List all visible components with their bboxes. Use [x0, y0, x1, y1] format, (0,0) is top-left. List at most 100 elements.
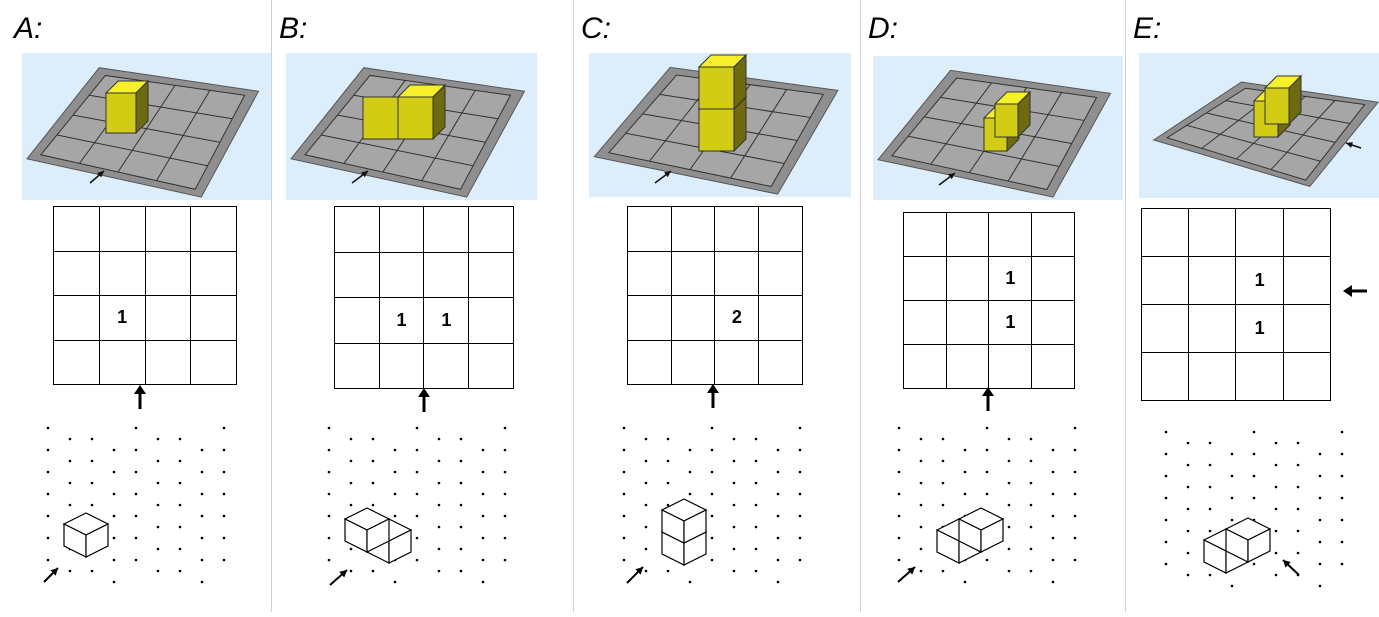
grid-cell[interactable]: 1	[378, 297, 425, 344]
grid-cell[interactable]	[1031, 300, 1075, 345]
grid-cell[interactable]	[144, 339, 192, 385]
grid-cell[interactable]	[903, 344, 947, 389]
grid-cell[interactable]	[468, 297, 514, 344]
grid-cell[interactable]	[334, 342, 380, 389]
grid-cell[interactable]: 1	[988, 300, 1033, 345]
grid-cell[interactable]	[627, 295, 672, 341]
grid-cell[interactable]	[1282, 208, 1332, 257]
grid-cell[interactable]	[1282, 352, 1332, 401]
grid-cell[interactable]	[423, 206, 470, 253]
grid-dot	[327, 492, 331, 496]
grid-cell[interactable]	[903, 300, 947, 345]
grid-cell[interactable]: 1	[98, 295, 146, 341]
grid-cell[interactable]	[758, 295, 803, 341]
grid-cell[interactable]: 1	[1235, 256, 1284, 305]
grid-cell[interactable]	[627, 250, 672, 296]
grid-cell[interactable]	[334, 206, 380, 253]
grid-cell[interactable]	[98, 250, 146, 296]
grid-cell[interactable]	[1031, 212, 1075, 257]
grid-cell[interactable]	[988, 212, 1033, 257]
grid-cell[interactable]	[1188, 256, 1237, 305]
grid-cell[interactable]	[714, 339, 760, 385]
grid-line	[421, 90, 476, 181]
grid-cell[interactable]	[1188, 208, 1237, 257]
grid-cell[interactable]	[1188, 352, 1237, 401]
grid-cell[interactable]: 1	[1235, 304, 1284, 353]
grid-cell[interactable]	[627, 206, 672, 252]
grid-cell[interactable]	[190, 206, 237, 252]
grid-cell[interactable]	[144, 295, 192, 341]
grid-dot	[666, 437, 670, 441]
grid-dot	[710, 448, 714, 452]
grid-cell[interactable]	[53, 339, 100, 385]
grid-cell[interactable]	[1140, 256, 1190, 305]
grid-dot	[200, 448, 204, 452]
grid-cell[interactable]	[98, 339, 146, 385]
grid-cell[interactable]: 2	[714, 295, 760, 341]
grid-cell[interactable]	[988, 344, 1033, 389]
grid-cell[interactable]	[1282, 304, 1332, 353]
grid-dot	[327, 514, 331, 518]
grid-cell[interactable]	[903, 212, 947, 257]
grid-cell[interactable]	[945, 344, 990, 389]
grid-cell[interactable]	[53, 206, 100, 252]
grid-cell[interactable]	[98, 206, 146, 252]
grid-cell[interactable]	[1031, 344, 1075, 389]
grid-dot	[481, 492, 485, 496]
grid-cell[interactable]	[758, 339, 803, 385]
grid-cell[interactable]	[468, 251, 514, 298]
grid-row	[53, 206, 237, 252]
grid-cell[interactable]	[945, 300, 990, 345]
grid-dot	[1340, 496, 1344, 500]
grid-cell[interactable]	[714, 250, 760, 296]
grid-cell[interactable]	[468, 206, 514, 253]
isometric-dot-grid	[42, 424, 242, 599]
grid-cell[interactable]	[945, 256, 990, 301]
grid-cell[interactable]	[378, 251, 425, 298]
grid-cell[interactable]	[1282, 256, 1332, 305]
grid-cell[interactable]	[1140, 208, 1190, 257]
grid-cell[interactable]	[190, 295, 237, 341]
grid-cell[interactable]	[714, 206, 760, 252]
grid-cell[interactable]	[144, 206, 192, 252]
grid-cell[interactable]	[945, 212, 990, 257]
grid-cell[interactable]	[144, 250, 192, 296]
grid-cell[interactable]	[378, 206, 425, 253]
grid-cell[interactable]: 1	[988, 256, 1033, 301]
grid-dot	[897, 536, 901, 540]
grid-cell[interactable]	[758, 250, 803, 296]
grid-cell[interactable]	[1031, 256, 1075, 301]
grid-cell[interactable]	[378, 342, 425, 389]
grid-cell[interactable]	[670, 206, 716, 252]
grid-cell[interactable]	[190, 250, 237, 296]
grid-dot	[222, 470, 226, 474]
grid-dot	[393, 580, 397, 584]
grid-cell[interactable]	[53, 250, 100, 296]
grid-cell[interactable]	[758, 206, 803, 252]
grid-cell[interactable]	[670, 295, 716, 341]
grid-dot	[503, 492, 507, 496]
grid-dot	[754, 547, 758, 551]
grid-cell[interactable]	[1188, 304, 1237, 353]
grid-cell[interactable]	[1140, 304, 1190, 353]
grid-cell[interactable]	[1235, 208, 1284, 257]
grid-cell[interactable]	[423, 251, 470, 298]
grid-cell[interactable]	[423, 342, 470, 389]
grid-cell[interactable]	[903, 256, 947, 301]
view-arrow-icon	[411, 388, 437, 419]
grid-dot	[1073, 558, 1077, 562]
grid-cell[interactable]	[670, 339, 716, 385]
grid-dot	[156, 503, 160, 507]
view-direction-icon	[938, 172, 956, 186]
grid-cell[interactable]	[468, 342, 514, 389]
grid-cell[interactable]	[670, 250, 716, 296]
grid-cell[interactable]	[190, 339, 237, 385]
grid-cell[interactable]	[627, 339, 672, 385]
grid-cell[interactable]: 1	[423, 297, 470, 344]
grid-dot	[112, 514, 116, 518]
grid-cell[interactable]	[1140, 352, 1190, 401]
grid-cell[interactable]	[1235, 352, 1284, 401]
grid-cell[interactable]	[334, 297, 380, 344]
grid-cell[interactable]	[334, 251, 380, 298]
grid-cell[interactable]	[53, 295, 100, 341]
